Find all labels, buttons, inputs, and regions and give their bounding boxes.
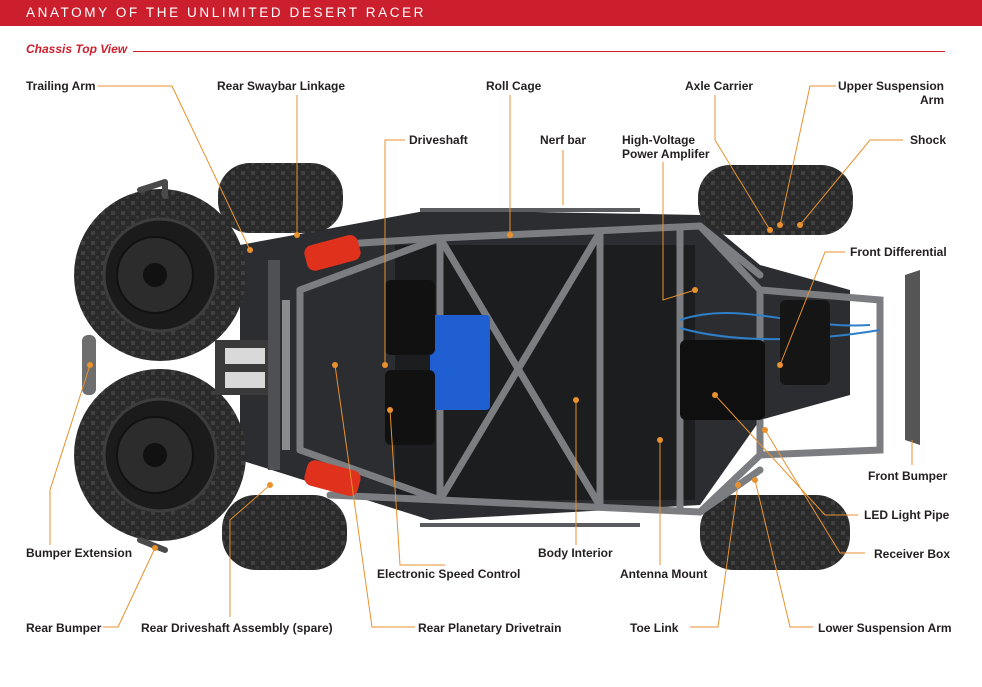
label-lower-suspension-arm: Lower Suspension Arm <box>818 621 952 635</box>
label-front-bumper: Front Bumper <box>868 469 948 483</box>
label-hv-amplifier-line1: High-Voltage <box>622 133 696 147</box>
esc-unit <box>430 315 490 410</box>
label-body-interior: Body Interior <box>538 546 613 560</box>
label-shock: Shock <box>910 133 947 147</box>
leader-dots <box>87 222 803 551</box>
label-receiver-box: Receiver Box <box>874 547 951 561</box>
rear-bumper-hoop-top <box>137 179 168 199</box>
label-led-light-pipe: LED Light Pipe <box>864 508 950 522</box>
label-upper-suspension-arm-line2: Arm <box>919 93 944 107</box>
rear-left-wheel <box>74 189 246 361</box>
rear-axle <box>268 260 280 470</box>
label-electronic-speed-control: Electronic Speed Control <box>377 567 521 581</box>
label-toe-link: Toe Link <box>630 621 679 635</box>
label-upper-suspension-arm-line1: Upper Suspension <box>837 79 944 93</box>
label-trailing-arm: Trailing Arm <box>26 79 96 93</box>
rear-right-wheel <box>74 369 246 541</box>
motor-fan-1 <box>385 280 435 355</box>
label-hv-amplifier: High-Voltage Power Amplifer <box>622 133 710 161</box>
label-hv-amplifier-line2: Power Amplifer <box>622 147 710 161</box>
leader-lines <box>49 85 913 628</box>
label-front-differential: Front Differential <box>850 245 947 259</box>
rear-bumper-hoop-bottom <box>137 537 168 553</box>
motor-fan-2 <box>385 370 435 445</box>
section-rule <box>133 51 945 52</box>
label-nerf-bar: Nerf bar <box>540 133 587 147</box>
label-roll-cage: Roll Cage <box>486 79 542 93</box>
label-rear-driveshaft-assembly: Rear Driveshaft Assembly (spare) <box>141 621 333 635</box>
receiver-box-part <box>680 340 765 420</box>
front-differential-part <box>780 300 830 385</box>
label-rear-swaybar-linkage: Rear Swaybar Linkage <box>217 79 346 93</box>
front-right-wheel <box>700 495 850 570</box>
front-bumper-part <box>905 270 920 445</box>
label-driveshaft: Driveshaft <box>409 133 468 147</box>
label-rear-planetary-drivetrain: Rear Planetary Drivetrain <box>418 621 562 635</box>
nerf-bars <box>420 208 640 527</box>
rear-shock-reservoirs <box>304 234 361 497</box>
label-bumper-extension: Bumper Extension <box>26 546 133 560</box>
label-axle-carrier: Axle Carrier <box>685 79 754 93</box>
section-title: Chassis Top View <box>26 42 128 56</box>
rear-driveshaft-spare <box>282 300 290 450</box>
label-antenna-mount: Antenna Mount <box>620 567 708 581</box>
spare-tire-top <box>218 163 343 233</box>
page-header: ANATOMY OF THE UNLIMITED DESERT RACER <box>0 0 982 26</box>
spare-tire-bottom <box>222 495 347 570</box>
front-left-wheel <box>698 165 853 235</box>
page-title: ANATOMY OF THE UNLIMITED DESERT RACER <box>26 5 427 20</box>
label-rear-bumper: Rear Bumper <box>26 621 102 635</box>
label-upper-suspension-arm: Upper Suspension Arm <box>838 79 944 107</box>
